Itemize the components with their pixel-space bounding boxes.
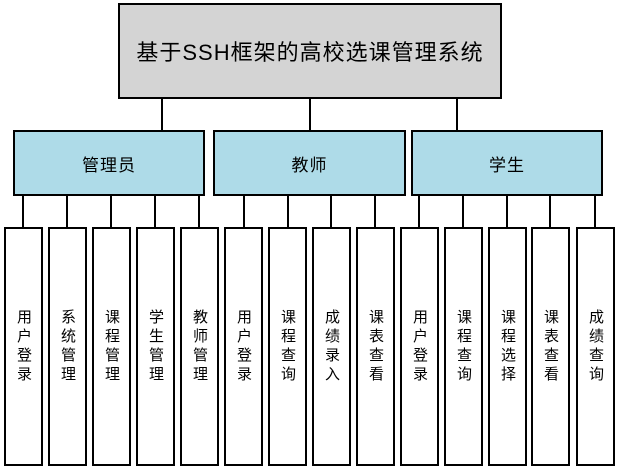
leaf-node-admin-student-mgmt: 学生管理 — [136, 227, 175, 466]
branch-admin-label: 管理员 — [82, 155, 136, 175]
leaf-node-student-course-query: 课程查询 — [444, 227, 483, 466]
connector-student-leaf-5 — [594, 196, 596, 227]
leaf-node-admin-teacher-mgmt: 教师管理 — [180, 227, 219, 466]
branch-student-label: 学生 — [489, 155, 525, 175]
leaf-node-admin-system-mgmt: 系统管理 — [48, 227, 87, 466]
leaf-label: 课程查询 — [279, 308, 296, 385]
leaf-label: 用户登录 — [15, 308, 32, 385]
leaf-label: 课程查询 — [455, 308, 472, 385]
branch-teacher-label: 教师 — [291, 155, 328, 175]
leaf-node-teacher-timetable-view: 课表查看 — [356, 227, 395, 466]
leaf-node-student-course-select: 课程选择 — [488, 227, 527, 466]
connector-root-student — [456, 99, 458, 130]
root-node: 基于SSH框架的高校选课管理系统 — [118, 3, 502, 99]
leaf-label: 课程管理 — [103, 308, 120, 385]
leaf-node-teacher-course-query: 课程查询 — [268, 227, 307, 466]
connector-teacher-leaf-1 — [243, 196, 245, 227]
connector-teacher-leaf-2 — [287, 196, 289, 227]
connector-teacher-leaf-4 — [374, 196, 376, 227]
connector-student-leaf-2 — [462, 196, 464, 227]
leaf-node-teacher-user-login: 用户登录 — [224, 227, 263, 466]
connector-student-leaf-1 — [418, 196, 420, 227]
branch-node-teacher: 教师 — [213, 130, 406, 196]
connector-teacher-leaf-3 — [330, 196, 332, 227]
leaf-label: 教师管理 — [191, 308, 208, 385]
root-node-label: 基于SSH框架的高校选课管理系统 — [136, 40, 484, 65]
connector-admin-leaf-3 — [110, 196, 112, 227]
leaf-node-student-user-login: 用户登录 — [400, 227, 439, 466]
leaf-node-admin-course-mgmt: 课程管理 — [92, 227, 131, 466]
connector-root-admin — [161, 99, 163, 130]
connector-admin-leaf-5 — [198, 196, 200, 227]
connector-student-leaf-3 — [506, 196, 508, 227]
connector-root-teacher — [309, 99, 311, 130]
branch-node-student: 学生 — [411, 130, 603, 196]
connector-admin-leaf-1 — [22, 196, 24, 227]
connector-admin-leaf-4 — [154, 196, 156, 227]
connector-student-leaf-4 — [549, 196, 551, 227]
leaf-label: 课表查看 — [367, 308, 384, 385]
branch-node-admin: 管理员 — [13, 130, 205, 196]
leaf-label: 用户登录 — [235, 308, 252, 385]
leaf-node-admin-user-login: 用户登录 — [4, 227, 43, 466]
leaf-label: 用户登录 — [411, 308, 428, 385]
leaf-node-teacher-grade-entry: 成绩录入 — [312, 227, 351, 466]
leaf-node-student-grade-query: 成绩查询 — [576, 227, 615, 466]
leaf-label: 成绩查询 — [587, 308, 604, 385]
leaf-label: 系统管理 — [59, 308, 76, 385]
leaf-label: 成绩录入 — [323, 308, 340, 385]
leaf-label: 课表查看 — [542, 308, 559, 385]
leaf-label: 学生管理 — [147, 308, 164, 385]
connector-admin-leaf-2 — [66, 196, 68, 227]
leaf-label: 课程选择 — [499, 308, 516, 385]
leaf-node-student-timetable-view: 课表查看 — [531, 227, 570, 466]
